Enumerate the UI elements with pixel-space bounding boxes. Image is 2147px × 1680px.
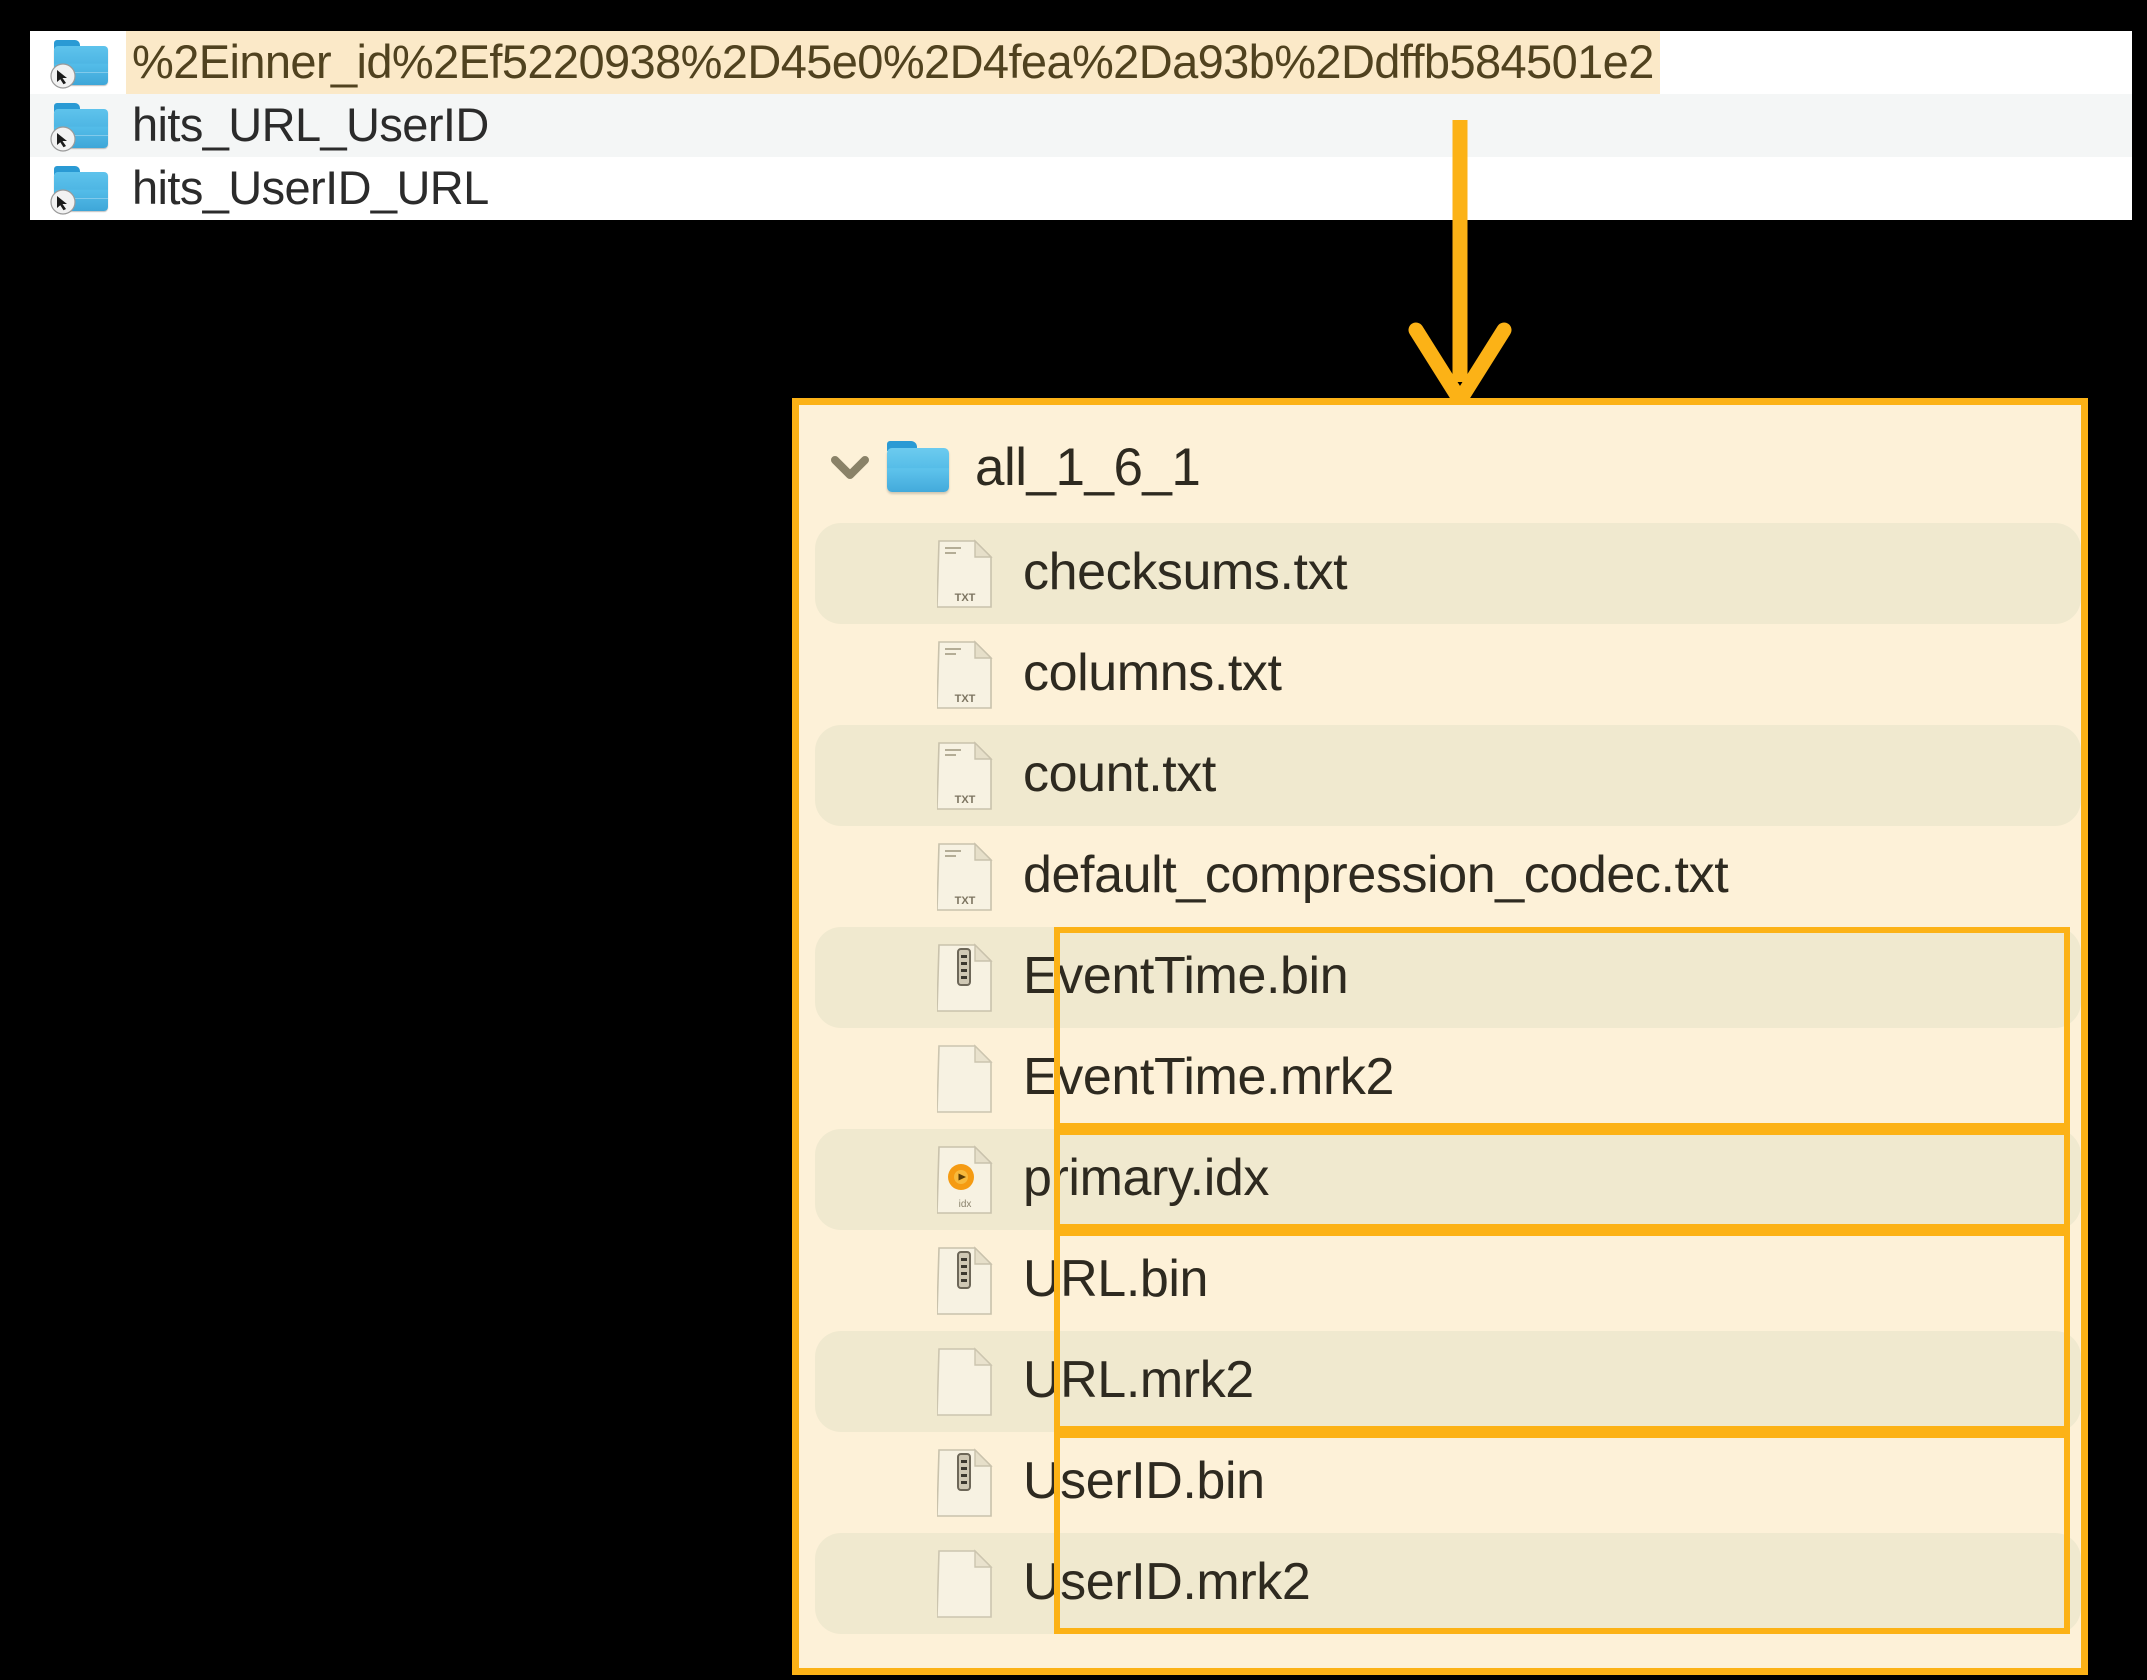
file-name-label: checksums.txt xyxy=(1023,542,1348,601)
row-stripe xyxy=(815,1230,2081,1331)
folder-symlink-icon xyxy=(50,165,110,215)
svg-text:TXT: TXT xyxy=(955,895,976,907)
row-stripe xyxy=(815,523,2081,624)
txt-file-icon: TXT xyxy=(936,740,993,811)
row-stripe xyxy=(815,1129,2081,1230)
file-row[interactable]: URL.mrk2 xyxy=(799,1331,2081,1432)
file-name-label: UserID.bin xyxy=(1023,1451,1265,1510)
file-row[interactable]: TXT checksums.txt xyxy=(799,523,2081,624)
file-row[interactable]: UserID.bin xyxy=(799,1432,2081,1533)
folder-symlink-icon xyxy=(50,39,110,89)
svg-text:TXT: TXT xyxy=(955,693,976,705)
svg-text:TXT: TXT xyxy=(955,592,976,604)
row-stripe xyxy=(815,1432,2081,1533)
panel-bottom-border xyxy=(792,1668,2088,1675)
row-stripe xyxy=(815,725,2081,826)
blank-file-icon xyxy=(936,1548,993,1619)
txt-file-icon: TXT xyxy=(936,639,993,710)
chevron-down-icon[interactable] xyxy=(819,436,881,498)
bin-file-icon xyxy=(936,1245,993,1316)
file-name-label: EventTime.bin xyxy=(1023,946,1349,1005)
file-row[interactable]: UserID.mrk2 xyxy=(799,1533,2081,1634)
list-item-label: %2Einner_id%2Ef5220938%2D45e0%2D4fea%2Da… xyxy=(126,31,1660,94)
row-stripe xyxy=(815,1028,2081,1129)
file-row[interactable]: EventTime.bin xyxy=(799,927,2081,1028)
list-item[interactable]: %2Einner_id%2Ef5220938%2D45e0%2D4fea%2Da… xyxy=(30,31,2132,94)
svg-text:idx: idx xyxy=(959,1199,972,1210)
row-stripe xyxy=(815,927,2081,1028)
file-name-label: default_compression_codec.txt xyxy=(1023,845,1729,904)
file-row[interactable]: URL.bin xyxy=(799,1230,2081,1331)
txt-file-icon: TXT xyxy=(936,841,993,912)
list-item[interactable]: hits_URL_UserID xyxy=(30,94,2132,157)
file-row[interactable]: TXT default_compression_codec.txt xyxy=(799,826,2081,927)
txt-file-icon: TXT xyxy=(936,538,993,609)
file-name-label: URL.mrk2 xyxy=(1023,1350,1254,1409)
file-row[interactable]: TXT columns.txt xyxy=(799,624,2081,725)
bin-file-icon xyxy=(936,942,993,1013)
file-name-label: count.txt xyxy=(1023,744,1216,803)
file-row[interactable]: EventTime.mrk2 xyxy=(799,1028,2081,1129)
row-stripe xyxy=(815,1331,2081,1432)
file-row[interactable]: idx primary.idx xyxy=(799,1129,2081,1230)
folder-symlink-icon xyxy=(50,102,110,152)
file-name-label: UserID.mrk2 xyxy=(1023,1552,1311,1611)
list-item-label: hits_UserID_URL xyxy=(132,161,489,214)
folder-icon xyxy=(885,441,951,493)
list-item-label: hits_URL_UserID xyxy=(132,98,489,151)
list-item[interactable]: hits_UserID_URL xyxy=(30,157,2132,220)
file-name-label: URL.bin xyxy=(1023,1249,1209,1308)
file-name-label: EventTime.mrk2 xyxy=(1023,1047,1394,1106)
row-stripe xyxy=(815,624,2081,725)
row-stripe xyxy=(815,1533,2081,1634)
file-name-label: columns.txt xyxy=(1023,643,1282,702)
bin-file-icon xyxy=(936,1447,993,1518)
idx-file-icon: idx xyxy=(936,1144,993,1215)
blank-file-icon xyxy=(936,1043,993,1114)
file-name-label: primary.idx xyxy=(1023,1148,1270,1207)
blank-file-icon xyxy=(936,1346,993,1417)
directory-list: %2Einner_id%2Ef5220938%2D45e0%2D4fea%2Da… xyxy=(30,31,2132,220)
tree-header-row[interactable]: all_1_6_1 xyxy=(799,411,2081,523)
svg-text:TXT: TXT xyxy=(955,794,976,806)
folder-label: all_1_6_1 xyxy=(975,437,1201,497)
file-row[interactable]: TXT count.txt xyxy=(799,725,2081,826)
